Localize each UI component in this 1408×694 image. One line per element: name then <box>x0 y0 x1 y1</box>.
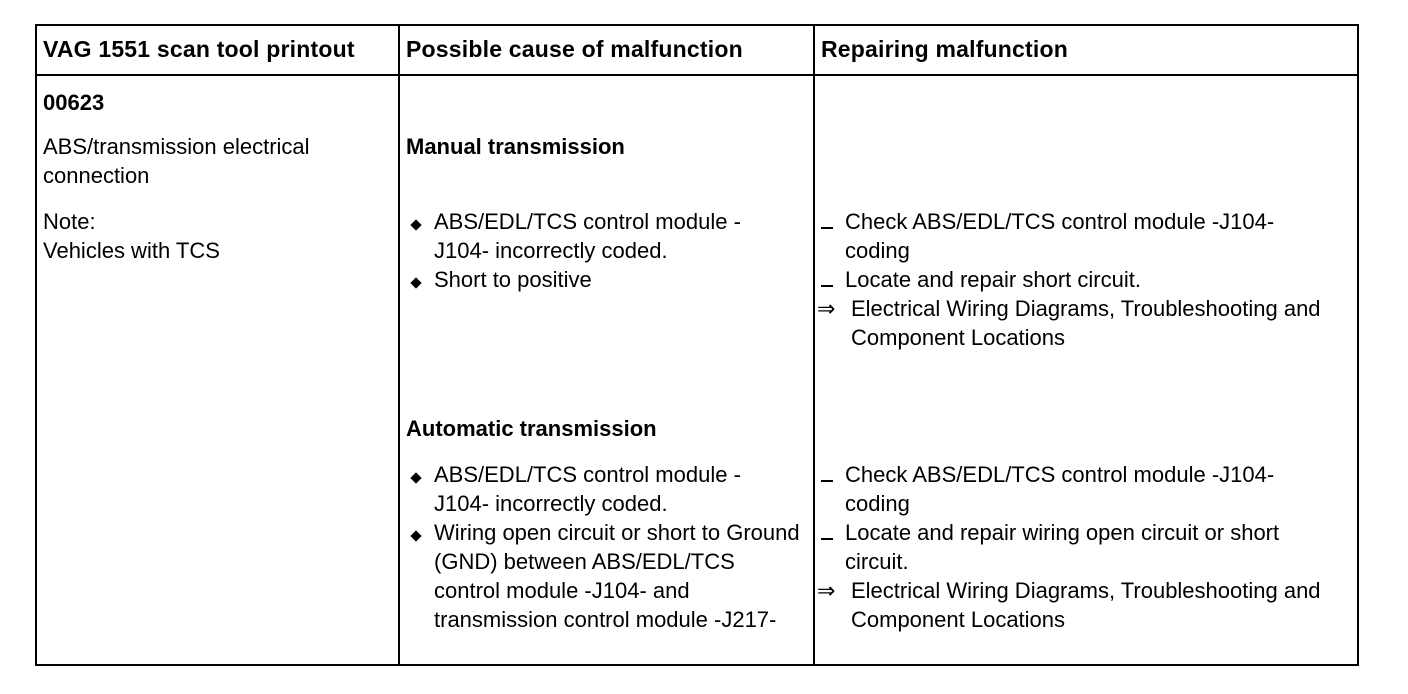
automatic-transmission-title: Automatic transmission <box>406 416 657 441</box>
diamond-bullet-icon <box>410 219 422 231</box>
automatic-cause-item: Wiring open circuit or short to Ground (… <box>408 518 803 634</box>
diamond-bullet-icon <box>410 472 422 484</box>
header-repairing-malfunction: Repairing malfunction <box>821 36 1068 62</box>
fault-description: ABS/transmission electrical connection <box>43 134 310 188</box>
fault-table: VAG 1551 scan tool printout Possible cau… <box>35 24 1359 666</box>
dash-bullet-icon <box>821 285 833 287</box>
automatic-causes-list: ABS/EDL/TCS control module -J104- incorr… <box>408 460 803 634</box>
manual-cause-item: ABS/EDL/TCS control module -J104- incorr… <box>408 207 803 265</box>
header-possible-cause: Possible cause of malfunction <box>406 36 743 62</box>
automatic-cause-item: ABS/EDL/TCS control module -J104- incorr… <box>408 460 803 518</box>
column-divider-2 <box>813 26 815 664</box>
double-arrow-right-icon: ⇒ <box>817 578 836 603</box>
column-divider-1 <box>398 26 400 664</box>
dash-bullet-icon <box>821 538 833 540</box>
note-label: Note: <box>43 209 96 234</box>
diamond-bullet-icon <box>410 277 422 289</box>
header-divider <box>37 74 1357 76</box>
dash-bullet-icon <box>821 227 833 229</box>
header-scan-tool-printout: VAG 1551 scan tool printout <box>43 36 355 62</box>
manual-repair-item: Check ABS/EDL/TCS control module -J104- … <box>819 207 1349 265</box>
manual-transmission-title: Manual transmission <box>406 134 625 159</box>
manual-reference: ⇒ Electrical Wiring Diagrams, Troublesho… <box>817 296 1321 350</box>
double-arrow-right-icon: ⇒ <box>817 296 836 321</box>
automatic-repair-item: Check ABS/EDL/TCS control module -J104- … <box>819 460 1349 518</box>
automatic-repairs-list: Check ABS/EDL/TCS control module -J104- … <box>817 460 1349 634</box>
manual-repairs-list: Check ABS/EDL/TCS control module -J104- … <box>817 207 1349 352</box>
manual-cause-item: Short to positive <box>408 265 803 294</box>
manual-causes-list: ABS/EDL/TCS control module -J104- incorr… <box>408 207 803 294</box>
manual-repair-item: Locate and repair short circuit. <box>819 265 1349 294</box>
dash-bullet-icon <box>821 480 833 482</box>
fault-code: 00623 <box>43 90 105 115</box>
note-text: Vehicles with TCS <box>43 238 220 263</box>
diamond-bullet-icon <box>410 530 422 542</box>
automatic-repair-item: Locate and repair wiring open circuit or… <box>819 518 1349 576</box>
automatic-reference: ⇒ Electrical Wiring Diagrams, Troublesho… <box>817 578 1321 632</box>
